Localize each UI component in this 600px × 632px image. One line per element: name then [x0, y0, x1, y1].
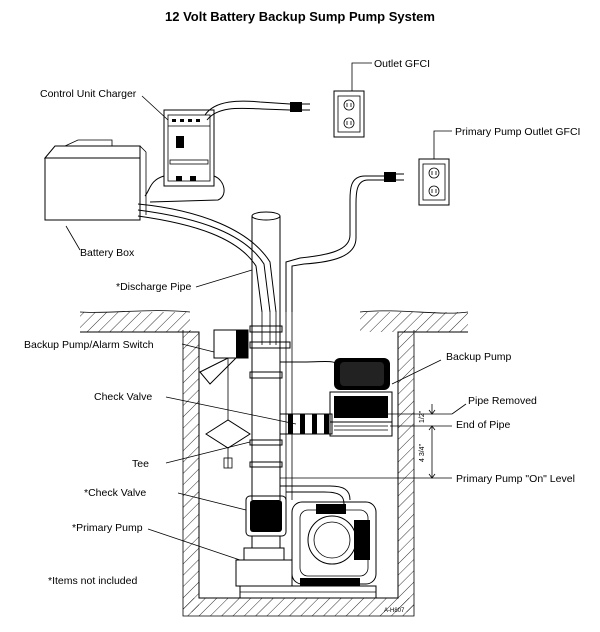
leader-lines [65, 62, 467, 561]
tee-fitting [279, 413, 333, 435]
backup-pump [280, 358, 393, 437]
ground-hatch [80, 312, 468, 616]
backup-pump-alarm-switch [199, 329, 251, 469]
label-items-not-included: *Items not included [48, 575, 137, 587]
outlet-gfci [333, 90, 365, 138]
label-pipe-removed: Pipe Removed [468, 395, 537, 407]
label-end-of-pipe: End of Pipe [456, 419, 510, 431]
label-figure-code: A-H807 [384, 608, 405, 614]
label-backup-pump: Backup Pump [446, 351, 512, 363]
discharge-pipe [249, 211, 293, 500]
label-tee: Tee [132, 458, 149, 470]
primary-pump-plug [384, 172, 404, 182]
label-outlet-gfci: Outlet GFCI [374, 58, 430, 70]
label-backup-pump-alarm-switch: Backup Pump/Alarm Switch [24, 339, 154, 351]
battery-box [43, 139, 147, 221]
label-primary-pump: *Primary Pump [72, 522, 143, 534]
charger-plug [290, 102, 310, 112]
label-primary-pump-outlet-gfci: Primary Pump Outlet GFCI [455, 126, 580, 138]
dimension-on-level: 4 3/4" [419, 443, 426, 462]
labels: Outlet GFCI Primary Pump Outlet GFCI Con… [24, 58, 580, 614]
dimension-pipe-removed: 1/2" [419, 410, 426, 423]
control-unit-charger [163, 109, 215, 187]
label-primary-pump-on-level: Primary Pump "On" Level [456, 473, 575, 485]
primary-pump-outlet-gfci [418, 158, 450, 206]
label-discharge-pipe: *Discharge Pipe [116, 281, 191, 293]
label-check-valve-star: *Check Valve [84, 487, 146, 499]
diagram-title: 12 Volt Battery Backup Sump Pump System [165, 9, 435, 24]
primary-check-valve [245, 495, 287, 548]
primary-pump [235, 485, 377, 599]
label-control-unit-charger: Control Unit Charger [40, 88, 137, 100]
label-battery-box: Battery Box [80, 247, 135, 259]
label-check-valve: Check Valve [94, 391, 152, 403]
cords [137, 100, 384, 313]
